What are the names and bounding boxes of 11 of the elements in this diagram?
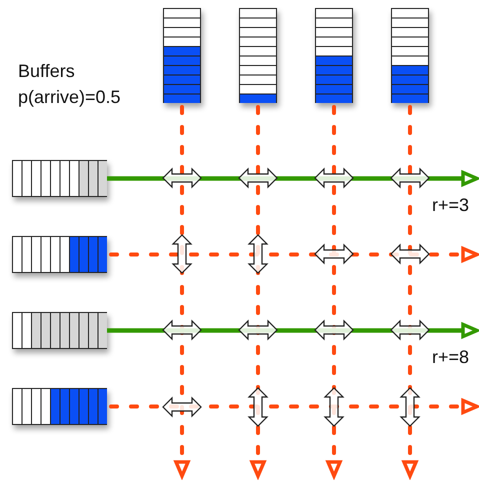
reward-label: r+=8 (432, 346, 470, 369)
buffer-queue (12, 388, 107, 425)
buffer-queue (239, 8, 277, 103)
buffer-queue (163, 8, 201, 103)
buffer-queue (315, 8, 353, 103)
note-text: Buffers p(arrive)=0.5 (18, 60, 122, 109)
reward-label: r+=3 (432, 194, 470, 217)
buffer-queue (12, 236, 107, 273)
buffer-queue (12, 160, 107, 197)
buffer-queue (391, 8, 429, 103)
buffer-queue (12, 312, 107, 349)
